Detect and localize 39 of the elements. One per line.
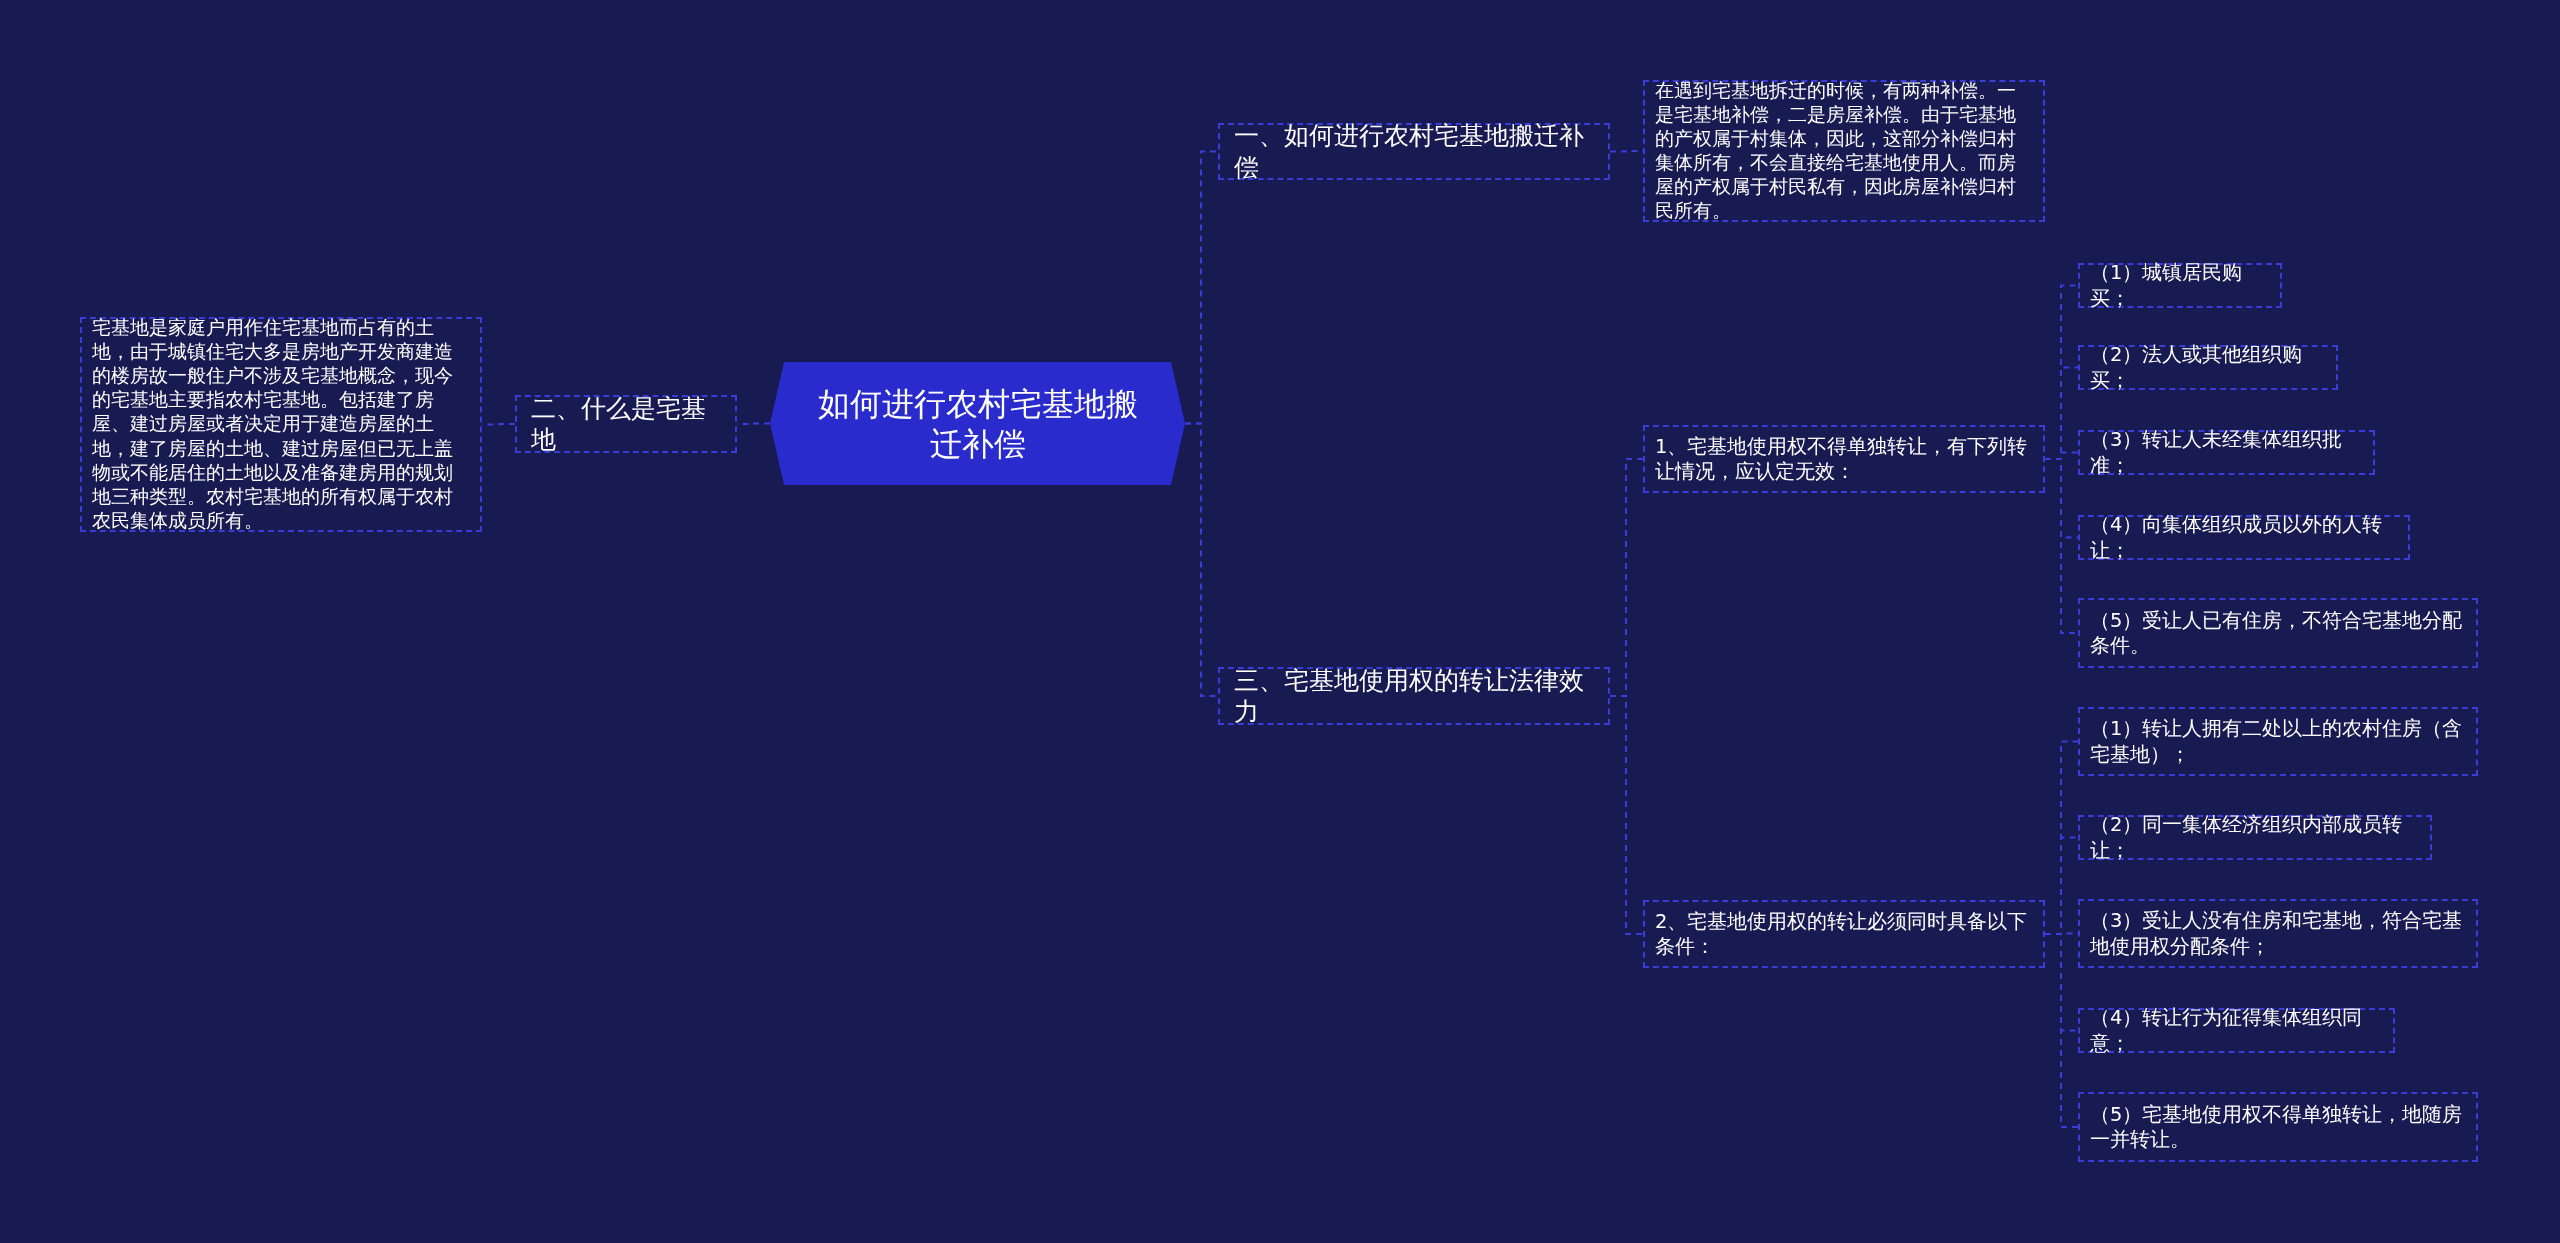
node-text: 如何进行农村宅基地搬迁补偿 — [816, 383, 1139, 464]
note-box — [2078, 515, 2410, 560]
branch-box — [515, 395, 737, 453]
node-text: （3）受让人没有住房和宅基地，符合宅基地使用权分配条件； — [2090, 908, 2464, 959]
note-box — [2078, 1008, 2395, 1053]
topic-hexagon — [770, 362, 1185, 485]
connector-line — [736, 422, 771, 425]
note-box — [2078, 598, 2478, 668]
connector-line — [2044, 933, 2079, 1128]
note-box — [2078, 707, 2478, 776]
node-text: （5）受让人已有住房，不符合宅基地分配条件。 — [2090, 607, 2464, 659]
node-text: （4）向集体组织成员以外的人转让； — [2090, 512, 2384, 563]
note-box — [2078, 1092, 2478, 1162]
node-text: （2）法人或其他组织购买； — [2090, 342, 2304, 393]
node-text: （4）转让行为征得集体组织同意； — [2090, 1005, 2364, 1056]
connector-line — [481, 423, 516, 426]
node-text: 在遇到宅基地拆迁的时候，有两种补偿。一是宅基地补偿，二是房屋补偿。由于宅基地的产权属于村集体，因此，这部分补偿归村集体所有，不会直接给宅基地使用人。而房屋的产权属于村民私有，因此房屋补偿归村民所有。 — [1655, 78, 2017, 224]
node-text: （5）宅基地使用权不得单独转让，地随房一并转让。 — [2090, 1101, 2464, 1153]
node-text: （3）转让人未经集体组织批准； — [2090, 427, 2344, 478]
note-box — [2078, 430, 2375, 475]
node-text: 宅基地是家庭户用作住宅基地而占有的土地，由于城镇住宅大多是房地产开发商建造的楼房故一般住户不涉及宅基地概念，现今的宅基地主要指农村宅基地。包括建了房屋、建过房屋或者决定用于建造房屋的土地，建了房屋的土地、建过房屋但已无上盖物或不能居住的土地以及准备建房用的规划地三种类型。农村宅基地的所有权属于农村农民集体成员所有。 — [92, 316, 454, 533]
connector-line — [1184, 422, 1219, 697]
note-box — [1643, 900, 2045, 968]
connector-line — [1609, 695, 1644, 935]
note-box — [2078, 815, 2432, 860]
node-text: 1、宅基地使用权不得单独转让，有下列转让情况，应认定无效： — [1655, 433, 2029, 485]
node-text: 2、宅基地使用权的转让必须同时具备以下条件： — [1655, 908, 2029, 960]
note-box — [2078, 899, 2478, 968]
note-box — [2078, 345, 2338, 390]
node-text: 三、宅基地使用权的转让法律效力 — [1234, 664, 1585, 728]
note-box — [1643, 425, 2045, 493]
branch-box — [1218, 123, 1610, 180]
node-text: 一、如何进行农村宅基地搬迁补偿 — [1234, 120, 1585, 183]
node-text: （2）同一集体经济组织内部成员转让； — [2090, 812, 2404, 863]
node-text: （1）转让人拥有二处以上的农村住房（含宅基地）； — [2090, 716, 2464, 767]
note-box — [2078, 263, 2282, 308]
node-text: 二、什么是宅基地 — [531, 392, 707, 456]
branch-box — [1218, 667, 1610, 725]
node-text: （1）城镇居民购买； — [2090, 260, 2244, 311]
